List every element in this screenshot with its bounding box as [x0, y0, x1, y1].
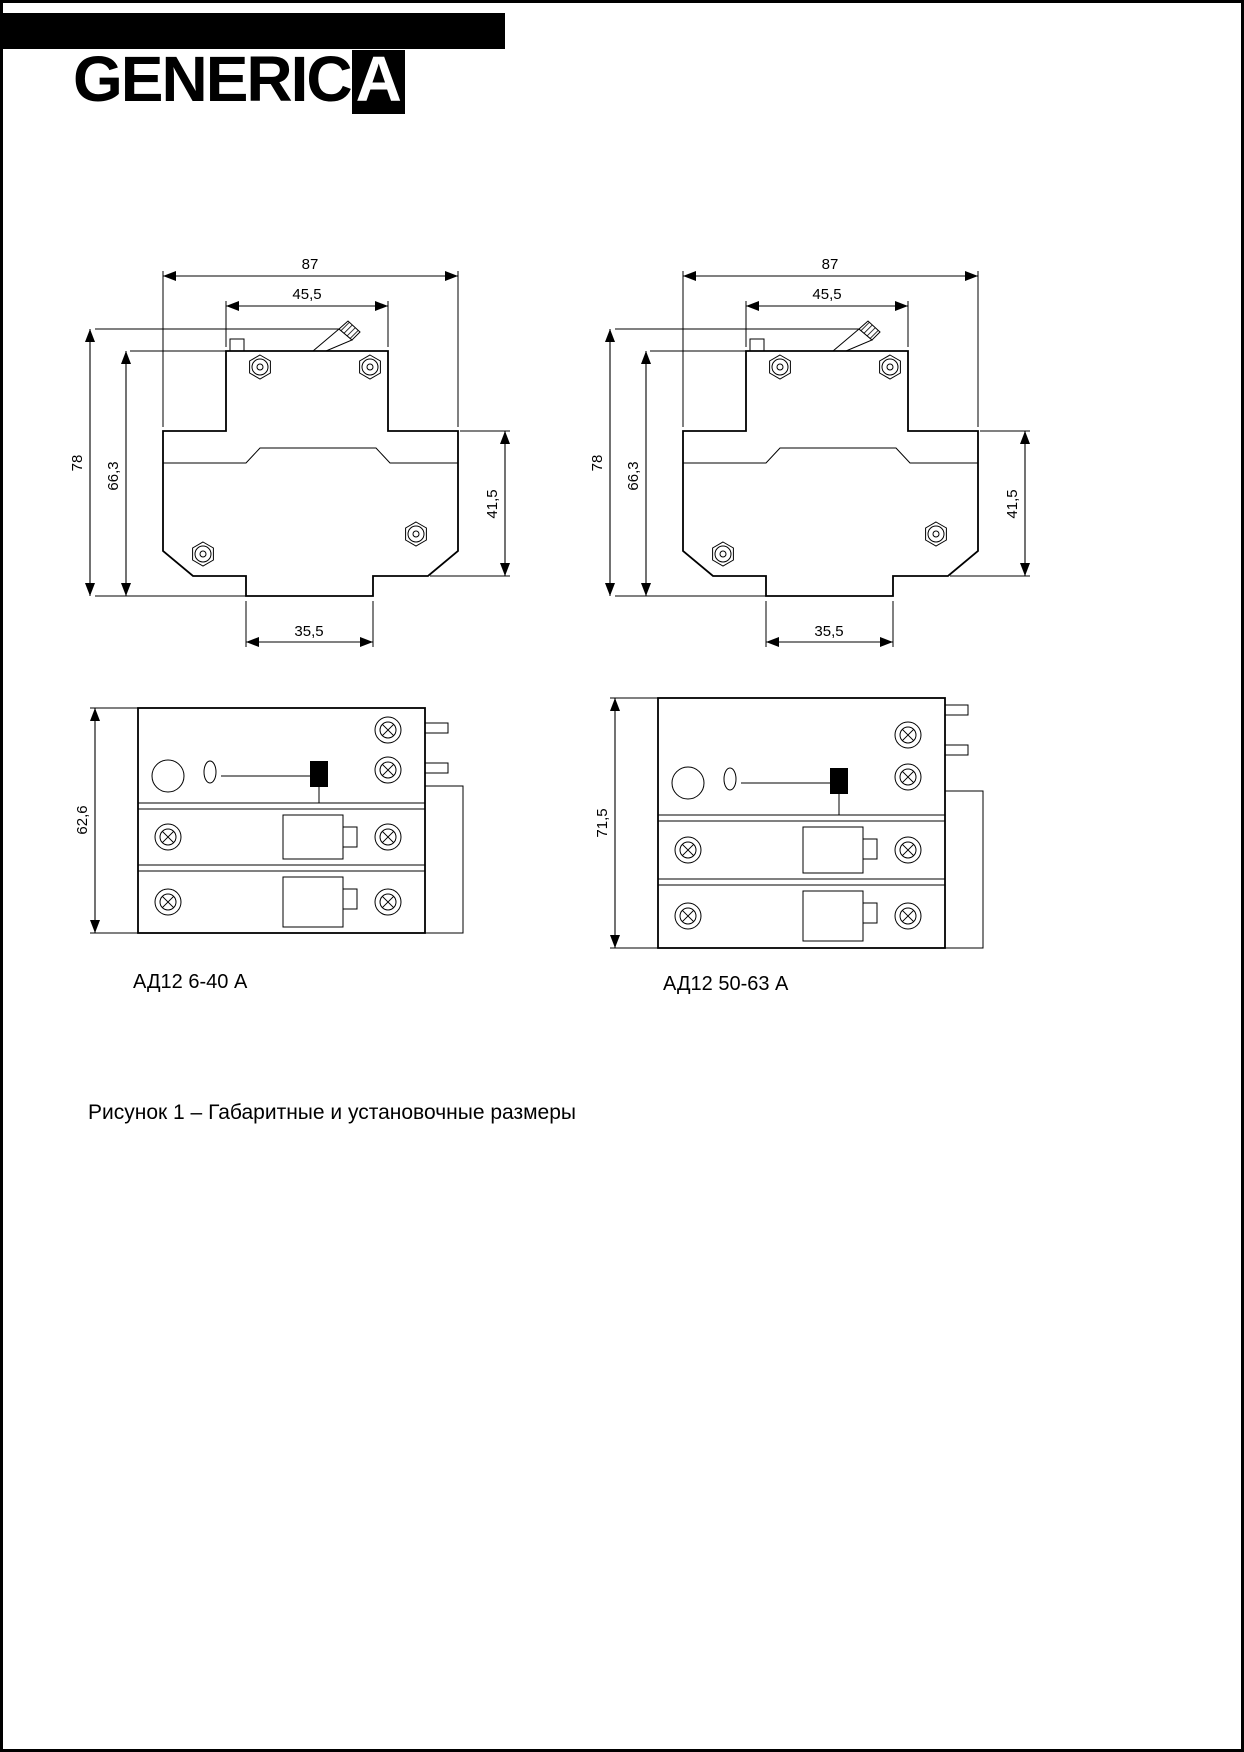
device-body — [137, 707, 426, 934]
terminal-screw-icon — [154, 888, 182, 916]
dim-text-depth: 62,6 — [74, 805, 91, 834]
screw-hole-icon — [879, 354, 901, 380]
test-button — [830, 768, 848, 794]
mechanism-block — [802, 890, 864, 942]
front-view-2: 87 45,5 78 66,3 41,5 35,5 — [589, 256, 1030, 647]
right-block — [425, 785, 464, 934]
dim-text-depth: 71,5 — [594, 808, 611, 837]
device-body — [657, 697, 946, 949]
mechanism-detail — [342, 826, 358, 848]
terminal-screw-icon — [894, 902, 922, 930]
mechanism-block — [282, 876, 344, 928]
dim-text-bottom-width: 35,5 — [294, 623, 323, 640]
detail-lines — [221, 775, 320, 803]
top-view-1: 62,6 — [74, 707, 464, 934]
indicator-window — [671, 766, 705, 800]
mechanism-detail — [862, 838, 878, 860]
right-block — [945, 790, 984, 949]
dim-text-total-width: 87 — [822, 256, 839, 273]
top-lug — [229, 338, 245, 351]
top-view-2: 71,5 — [594, 697, 984, 949]
mechanism-block — [282, 814, 344, 860]
terminal-screw-icon — [374, 888, 402, 916]
detail-lines — [741, 782, 840, 815]
terminal-screw-icon — [674, 902, 702, 930]
product-label-2: АД12 50-63 А — [663, 973, 789, 995]
oval-detail — [203, 760, 217, 784]
terminal-screw-icon — [894, 763, 922, 791]
body-step-line — [163, 447, 458, 464]
screw-hole-icon — [192, 541, 214, 567]
toggle-tip — [858, 320, 881, 341]
dim-text-total-width: 87 — [302, 256, 319, 273]
top-views-row: 62,6 71,5 — [58, 683, 1018, 983]
dim-text-top-width: 45,5 — [292, 286, 321, 303]
mechanism-detail — [342, 888, 358, 910]
dim-text-total-height: 78 — [589, 455, 606, 472]
terminal-tabs — [945, 704, 969, 756]
front-views-row: 87 45,5 78 66,3 41,5 35,5 87 — [58, 251, 1078, 663]
product-label-1: АД12 6-40 А — [133, 971, 248, 993]
dim-text-body-height: 66,3 — [105, 461, 122, 490]
screw-hole-icon — [359, 354, 381, 380]
breaker-body-outline — [682, 350, 979, 597]
test-button — [310, 761, 328, 787]
body-step-line — [683, 447, 978, 464]
screw-hole-icon — [712, 541, 734, 567]
screw-hole-icon — [249, 354, 271, 380]
dim-text-bottom-width: 35,5 — [814, 623, 843, 640]
dim-text-body-height: 66,3 — [625, 461, 642, 490]
oval-detail — [723, 767, 737, 791]
pole-dividers — [658, 814, 945, 886]
extension-lines — [615, 271, 1030, 647]
terminal-screw-icon — [374, 823, 402, 851]
screw-hole-icon — [769, 354, 791, 380]
mechanism-detail — [862, 902, 878, 924]
terminal-screw-icon — [894, 721, 922, 749]
terminal-tabs — [425, 722, 449, 774]
dim-text-total-height: 78 — [69, 455, 86, 472]
screw-hole-icon — [405, 521, 427, 547]
dim-text-side-height: 41,5 — [1004, 489, 1021, 518]
toggle-tip — [338, 320, 361, 341]
extension-lines — [90, 707, 138, 934]
terminal-screw-icon — [374, 756, 402, 784]
indicator-window — [151, 759, 185, 793]
terminal-screw-icon — [374, 716, 402, 744]
pole-dividers — [138, 802, 425, 872]
extension-lines — [610, 697, 658, 949]
front-view-1: 87 45,5 78 66,3 41,5 35,5 — [69, 256, 510, 647]
mechanism-block — [802, 826, 864, 874]
dim-text-side-height: 41,5 — [484, 489, 501, 518]
logo-bar — [3, 13, 505, 49]
terminal-screw-icon — [674, 836, 702, 864]
screw-hole-icon — [925, 521, 947, 547]
logo-text-main: GENERIC — [73, 43, 353, 115]
extension-lines — [95, 271, 510, 647]
dim-text-top-width: 45,5 — [812, 286, 841, 303]
breaker-body-outline — [162, 350, 459, 597]
top-lug — [749, 338, 765, 351]
brand-logo: GENERICA — [73, 47, 405, 114]
terminal-screw-icon — [154, 823, 182, 851]
terminal-screw-icon — [894, 836, 922, 864]
figure-caption: Рисунок 1 – Габаритные и установочные ра… — [88, 1101, 576, 1124]
logo-text-accent: A — [351, 47, 405, 114]
